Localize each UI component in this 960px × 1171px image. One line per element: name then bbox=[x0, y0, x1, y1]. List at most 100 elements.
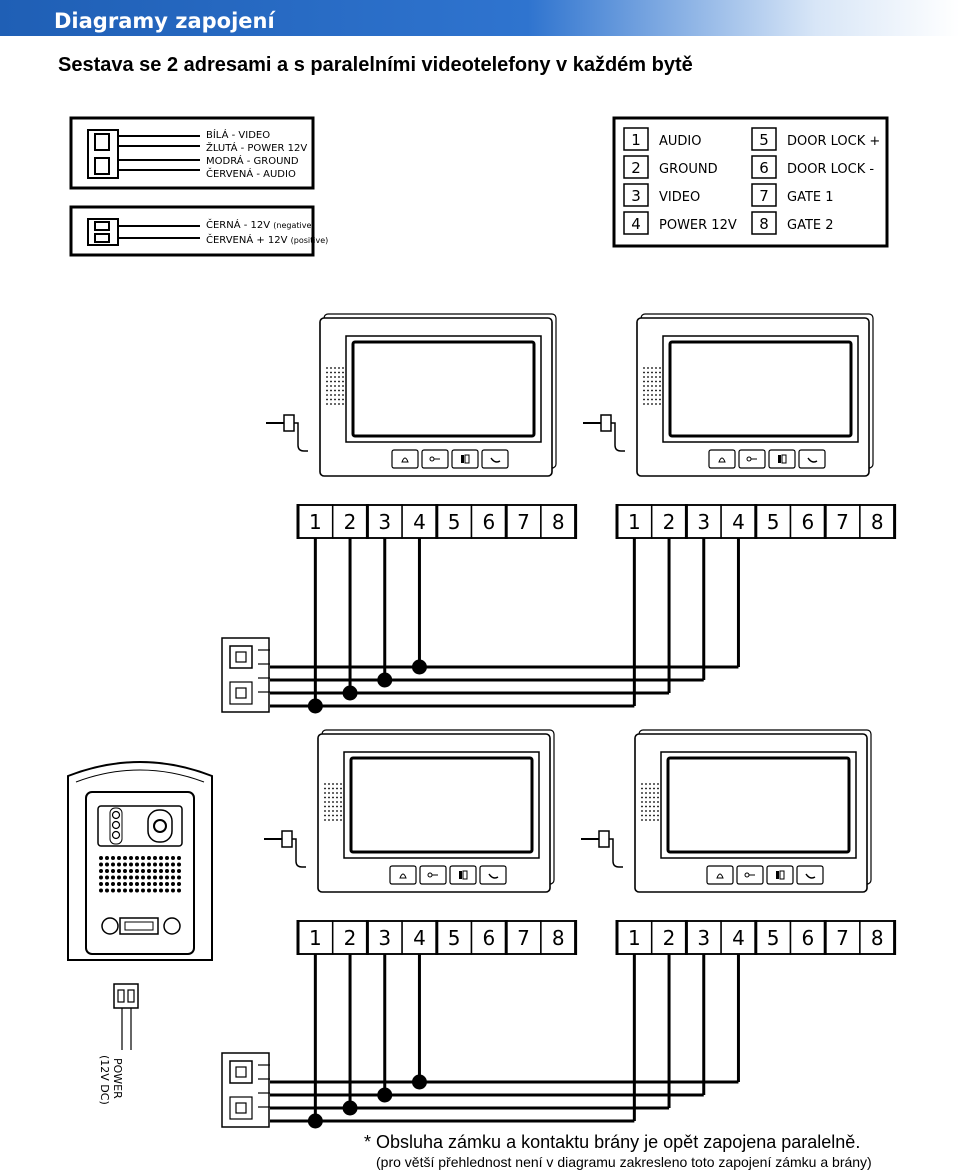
pin-number: 3 bbox=[631, 187, 641, 205]
terminal-cell bbox=[470, 920, 507, 955]
pin-label: POWER 12V bbox=[659, 218, 737, 233]
pin-number: 2 bbox=[631, 159, 641, 177]
terminal-number: 8 bbox=[871, 926, 884, 950]
monitor-button[interactable] bbox=[798, 449, 826, 469]
terminal-number: 1 bbox=[628, 510, 641, 534]
video-monitor bbox=[583, 313, 874, 477]
monitor-button[interactable] bbox=[391, 449, 419, 469]
connector-2-pin-icon bbox=[113, 983, 139, 1050]
pin-number: 1 bbox=[631, 131, 641, 149]
speaker-icon bbox=[461, 454, 470, 464]
handset-icon bbox=[807, 457, 818, 463]
pin-label: VIDEO bbox=[659, 190, 700, 205]
bell-icon bbox=[716, 873, 724, 879]
terminal-cell bbox=[366, 504, 403, 539]
terminal-number: 8 bbox=[552, 926, 565, 950]
terminal-number: 8 bbox=[871, 510, 884, 534]
screw-icon bbox=[163, 917, 181, 935]
terminal-cell bbox=[331, 504, 369, 539]
handset-icon bbox=[488, 873, 499, 879]
terminal-number: 3 bbox=[378, 926, 391, 950]
monitor-screen bbox=[666, 756, 851, 854]
pin-number: 7 bbox=[759, 187, 769, 205]
terminal-number: 8 bbox=[552, 510, 565, 534]
terminal-cell bbox=[859, 920, 896, 955]
terminal-number: 7 bbox=[517, 510, 530, 534]
header-bar: Diagramy zapojení bbox=[0, 0, 960, 36]
pin-label: DOOR LOCK + bbox=[787, 134, 880, 149]
terminal-number: 5 bbox=[767, 926, 780, 950]
pin-label: GROUND bbox=[659, 162, 718, 177]
pin-label: AUDIO bbox=[659, 134, 702, 149]
screw-icon bbox=[101, 917, 119, 935]
key-icon bbox=[427, 872, 438, 878]
handset-icon bbox=[805, 873, 816, 879]
bell-icon bbox=[401, 457, 409, 463]
monitor-button[interactable] bbox=[708, 449, 736, 469]
legend-line-4: ČERVENÁ - AUDIO bbox=[206, 167, 296, 180]
wire-junction bbox=[411, 1074, 427, 1090]
footnote-line-1: * Obsluha zámku a kontaktu brány je opět… bbox=[364, 1132, 861, 1152]
terminal-number: 7 bbox=[836, 926, 849, 950]
wire-bundle bbox=[221, 538, 740, 714]
speaker-grille-icon bbox=[326, 367, 344, 405]
pin-label: GATE 1 bbox=[787, 190, 834, 205]
terminal-number: 5 bbox=[767, 510, 780, 534]
terminal-number: 7 bbox=[836, 510, 849, 534]
monitor-button[interactable] bbox=[706, 865, 734, 885]
legend-line-3: MODRÁ - GROUND bbox=[206, 154, 299, 167]
power-plug-icon bbox=[264, 830, 306, 868]
speaker-grille-icon bbox=[99, 856, 181, 893]
wire-legend-box-2: ČERNÁ - 12V (negative) ČERVENÁ + 12V (po… bbox=[69, 205, 328, 257]
monitor-button[interactable] bbox=[479, 865, 507, 885]
key-icon bbox=[744, 872, 755, 878]
key-icon bbox=[429, 456, 440, 462]
pin-number-box bbox=[623, 155, 649, 179]
wire-junction bbox=[342, 1100, 358, 1116]
monitor-button[interactable] bbox=[389, 865, 417, 885]
connector-4-pin-icon bbox=[221, 1052, 270, 1128]
terminal-number: 1 bbox=[309, 926, 322, 950]
terminal-number: 3 bbox=[697, 510, 710, 534]
terminal-number: 6 bbox=[482, 926, 495, 950]
legend-power-negative: ČERNÁ - 12V (negative) bbox=[206, 218, 315, 231]
pin-label: DOOR LOCK - bbox=[787, 162, 874, 177]
speaker-grille-icon bbox=[641, 783, 659, 821]
wire-junction bbox=[377, 672, 393, 688]
wire-junction bbox=[307, 698, 323, 714]
terminal-number: 4 bbox=[732, 926, 745, 950]
monitor-button[interactable] bbox=[481, 449, 509, 469]
pin-label: GATE 2 bbox=[787, 218, 834, 233]
wire-bundle bbox=[221, 954, 740, 1129]
pin-number: 6 bbox=[759, 159, 769, 177]
speaker-icon bbox=[776, 870, 785, 880]
monitor-button[interactable] bbox=[796, 865, 824, 885]
wire-junction bbox=[307, 1113, 323, 1129]
legend-power-positive: ČERVENÁ + 12V (positive) bbox=[206, 233, 328, 246]
diagram-subtitle: Sestava se 2 adresami a s paralelními vi… bbox=[58, 54, 693, 76]
terminal-number: 2 bbox=[344, 510, 357, 534]
pin-number-box bbox=[623, 183, 649, 207]
terminal-number: 4 bbox=[732, 510, 745, 534]
wire-junction bbox=[342, 685, 358, 701]
power-label-1: POWER bbox=[111, 1058, 124, 1099]
wire-legend-box-1: BÍLÁ - VIDEO ŽLUTÁ - POWER 12V MODRÁ - G… bbox=[69, 116, 315, 190]
page-title: Diagramy zapojení bbox=[54, 9, 275, 33]
monitor-screen bbox=[668, 340, 853, 438]
terminal-number: 1 bbox=[309, 510, 322, 534]
monitor-screen bbox=[351, 340, 536, 438]
terminal-number: 1 bbox=[628, 926, 641, 950]
terminal-number: 7 bbox=[517, 926, 530, 950]
terminal-number: 2 bbox=[663, 510, 676, 534]
terminal-number: 5 bbox=[448, 926, 461, 950]
speaker-grille-icon bbox=[643, 367, 661, 405]
connector-2-pin-icon bbox=[87, 218, 200, 246]
bell-icon bbox=[399, 873, 407, 879]
power-plug-icon bbox=[583, 414, 625, 452]
pin-number-box bbox=[623, 211, 649, 235]
